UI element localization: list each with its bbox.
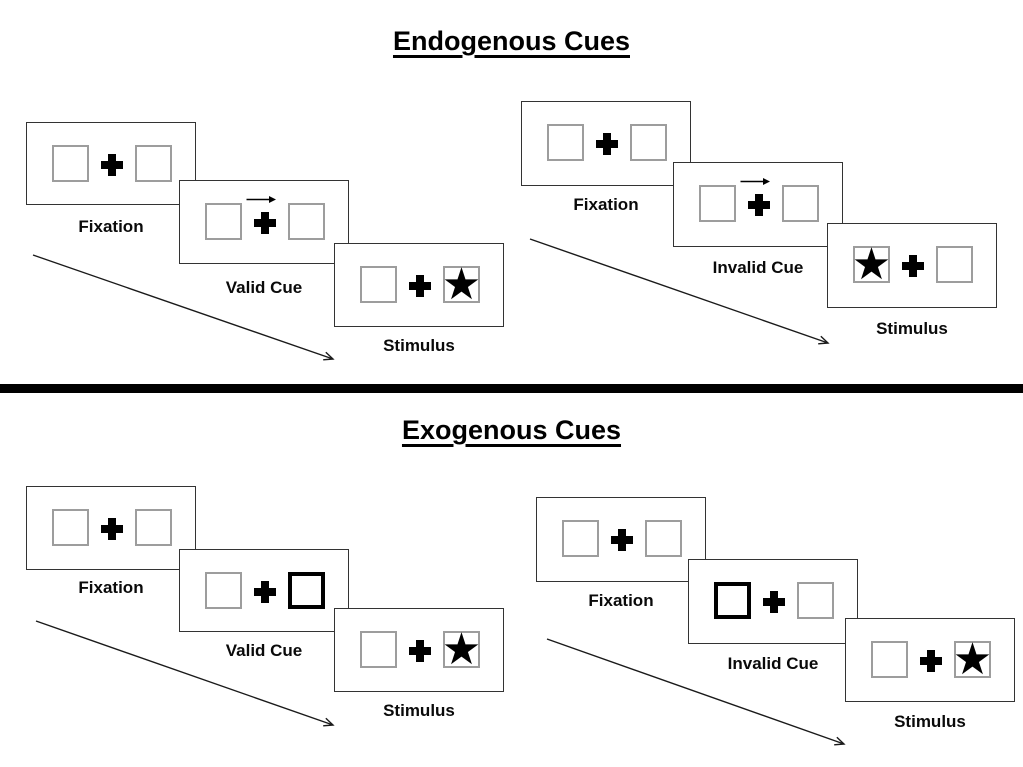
plus-icon xyxy=(920,650,942,672)
placeholder-box-right xyxy=(288,203,325,240)
timeline-arrow xyxy=(32,254,335,361)
step-label: Stimulus xyxy=(383,336,455,355)
plus-icon xyxy=(254,581,276,603)
star-icon: ★ xyxy=(441,623,482,675)
cue-arrow-icon xyxy=(246,196,276,203)
placeholder-box-left xyxy=(52,509,89,546)
cue-box xyxy=(714,582,751,619)
panel-stimulus: ★ xyxy=(827,223,997,308)
section-title-endogenous: Endogenous Cues xyxy=(392,26,630,56)
step-label: Fixation xyxy=(573,195,639,214)
placeholder-box-left xyxy=(562,520,599,557)
star-icon: ★ xyxy=(851,238,892,290)
placeholder-box-left xyxy=(205,572,242,609)
timeline-arrow xyxy=(529,238,830,345)
panel-valid-cue xyxy=(179,549,349,632)
target-box: ★ xyxy=(442,262,481,306)
step-label: Stimulus xyxy=(876,319,948,338)
target-box: ★ xyxy=(442,627,481,671)
section-title-exogenous: Exogenous Cues xyxy=(401,415,622,445)
step-label: Invalid Cue xyxy=(712,258,804,277)
placeholder-box-left xyxy=(360,631,397,668)
plus-icon xyxy=(254,212,276,234)
step-label: Stimulus xyxy=(383,701,455,720)
step-label: Fixation xyxy=(78,217,144,236)
panel-fixation xyxy=(26,122,196,205)
panel-stimulus: ★ xyxy=(334,608,504,692)
plus-icon xyxy=(611,529,633,551)
placeholder-box-left xyxy=(871,641,908,678)
timeline-arrow xyxy=(546,638,846,746)
placeholder-box-left xyxy=(547,124,584,161)
placeholder-box-right xyxy=(936,246,973,283)
placeholder-box-right xyxy=(135,145,172,182)
placeholder-box-right xyxy=(630,124,667,161)
step-label: Valid Cue xyxy=(225,278,303,297)
cue-arrow-icon xyxy=(740,178,770,185)
section-divider xyxy=(0,384,1023,393)
placeholder-box-right xyxy=(782,185,819,222)
plus-icon xyxy=(101,154,123,176)
panel-invalid-cue xyxy=(688,559,858,644)
panel-fixation xyxy=(521,101,691,186)
panel-stimulus: ★ xyxy=(845,618,1015,702)
step-label: Valid Cue xyxy=(225,641,303,660)
placeholder-box-left xyxy=(360,266,397,303)
plus-icon xyxy=(748,194,770,216)
placeholder-box-right xyxy=(797,582,834,619)
plus-icon xyxy=(902,255,924,277)
plus-icon xyxy=(409,275,431,297)
panel-fixation xyxy=(26,486,196,570)
placeholder-box-right xyxy=(645,520,682,557)
step-label: Fixation xyxy=(588,591,654,610)
panel-valid-cue xyxy=(179,180,349,264)
plus-icon xyxy=(101,518,123,540)
placeholder-box-left xyxy=(699,185,736,222)
star-icon: ★ xyxy=(952,633,993,685)
plus-icon xyxy=(596,133,618,155)
cue-box xyxy=(288,572,325,609)
plus-icon xyxy=(409,640,431,662)
target-box: ★ xyxy=(852,242,891,286)
panel-invalid-cue xyxy=(673,162,843,247)
step-label: Fixation xyxy=(78,578,144,597)
target-box: ★ xyxy=(953,637,992,681)
panel-stimulus: ★ xyxy=(334,243,504,327)
timeline-arrow xyxy=(35,620,335,727)
panel-fixation xyxy=(536,497,706,582)
plus-icon xyxy=(763,591,785,613)
placeholder-box-left xyxy=(52,145,89,182)
placeholder-box-left xyxy=(205,203,242,240)
step-label: Invalid Cue xyxy=(727,654,819,673)
placeholder-box-right xyxy=(135,509,172,546)
step-label: Stimulus xyxy=(894,712,966,731)
star-icon: ★ xyxy=(441,258,482,310)
